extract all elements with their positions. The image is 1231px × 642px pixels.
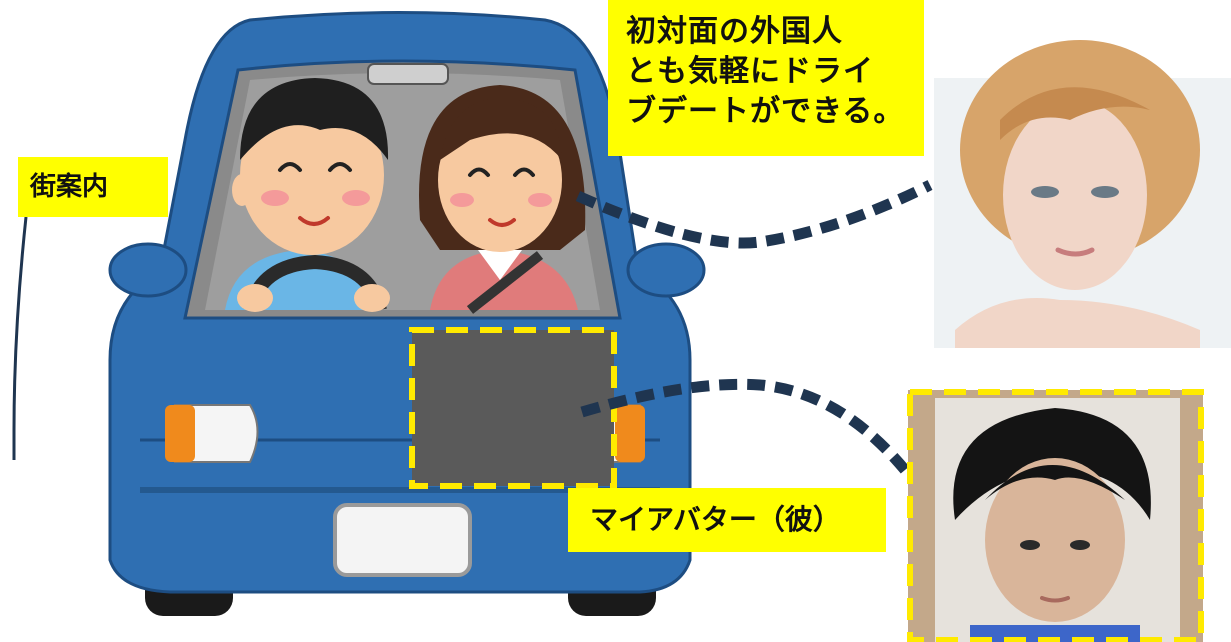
connector-line-woman xyxy=(575,180,933,249)
my-avatar-label: マイアバター（彼） xyxy=(568,488,886,552)
top-caption-line-2: とも気軽にドライ xyxy=(626,54,874,89)
woman-photo xyxy=(934,40,1231,348)
top-caption-line-1: 初対面の外国人 xyxy=(626,14,843,49)
left-frame-curve xyxy=(12,216,28,460)
top-caption-label: 初対面の外国人 とも気軽にドライ ブデートができる。 xyxy=(608,0,924,156)
top-caption-line-3: ブデートができる。 xyxy=(626,94,905,129)
connector-line-man xyxy=(580,378,910,474)
man-photo xyxy=(907,389,1204,642)
city-tour-label: 街案内 xyxy=(18,157,168,217)
car-icon xyxy=(108,11,706,616)
